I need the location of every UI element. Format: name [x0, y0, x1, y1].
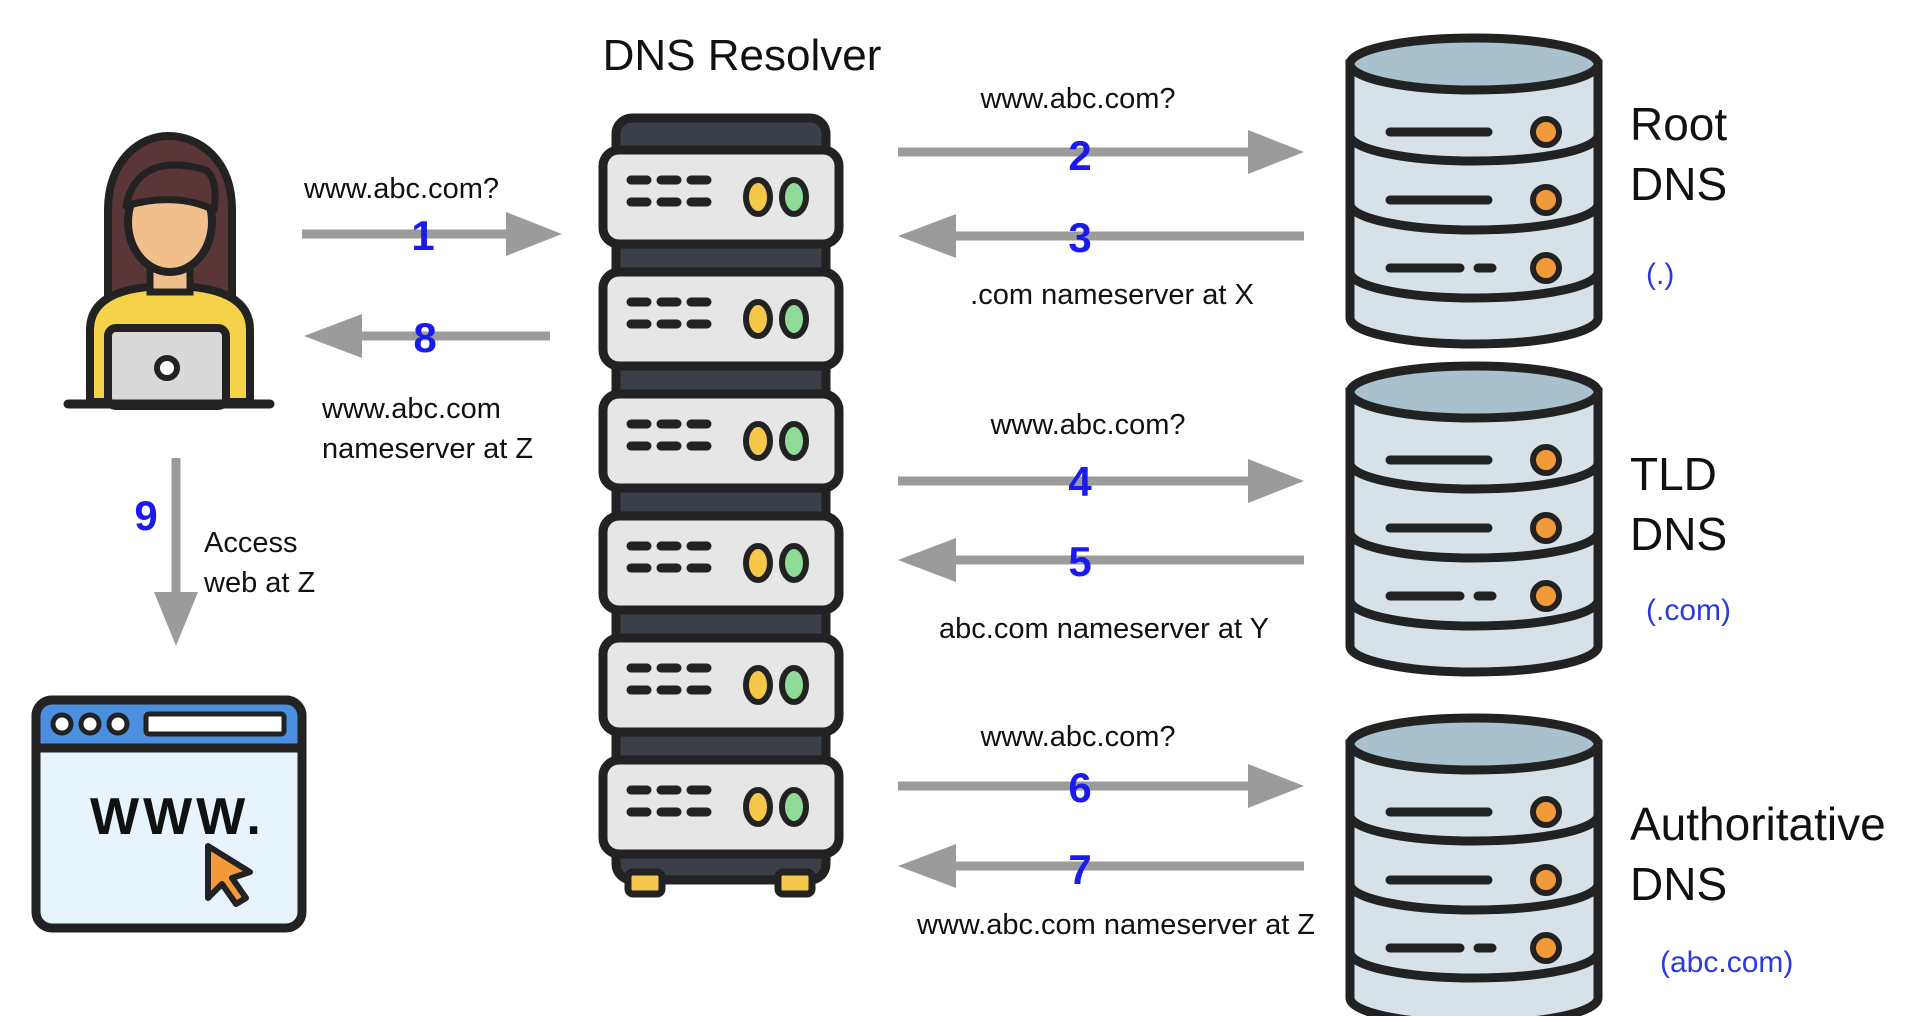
step-5-label: abc.com nameserver at Y	[939, 613, 1269, 645]
browser-url-text: WWW.	[90, 788, 265, 846]
step-9-number: 9	[134, 492, 157, 539]
arrow-7-head	[898, 844, 956, 888]
step-4-number: 4	[1068, 458, 1092, 505]
cursor-icon	[205, 843, 253, 907]
tld-dns-label-line1: TLD	[1630, 448, 1717, 500]
step-9-label-line2: web at Z	[203, 567, 315, 599]
authoritative-dns-zone: (abc.com)	[1660, 946, 1793, 979]
root-dns-zone: (.)	[1646, 258, 1674, 291]
user-laptop-icon	[63, 132, 275, 410]
resolver-title: DNS Resolver	[603, 31, 882, 80]
root-dns-label-line1: Root	[1630, 98, 1727, 150]
arrow-3-head	[898, 214, 956, 258]
arrow-6-head	[1248, 764, 1304, 808]
database-server-icon	[1350, 718, 1598, 1016]
step-1-label: www.abc.com?	[303, 173, 499, 205]
arrow-5-head	[898, 538, 956, 582]
database-server-icon	[1350, 366, 1598, 672]
step-numbers: 1 2 3 4 5 6 7 8 9	[134, 132, 1092, 893]
step-arrows	[154, 130, 1304, 888]
arrow-2-head	[1248, 130, 1304, 174]
server-rack-icon	[603, 113, 839, 898]
step-7-number: 7	[1068, 846, 1091, 893]
database-server-icon	[1350, 38, 1598, 344]
arrow-1-head	[506, 212, 562, 256]
step-4-label: www.abc.com?	[989, 409, 1185, 441]
step-2-number: 2	[1068, 132, 1091, 179]
step-2-label: www.abc.com?	[979, 83, 1175, 115]
tld-dns-zone: (.com)	[1646, 594, 1731, 627]
step-labels: www.abc.com? www.abc.com? .com nameserve…	[203, 83, 1315, 941]
arrow-8-head	[304, 314, 362, 358]
step-7-label: www.abc.com nameserver at Z	[916, 909, 1315, 941]
step-8-label-line2: nameserver at Z	[322, 433, 533, 465]
step-6-number: 6	[1068, 764, 1091, 811]
step-3-number: 3	[1068, 214, 1091, 261]
step-8-label-line1: www.abc.com	[321, 393, 501, 425]
authoritative-dns-server: Authoritative DNS (abc.com)	[1350, 718, 1886, 1016]
web-browser-icon: WWW.	[31, 695, 307, 933]
step-8-number: 8	[413, 314, 436, 361]
arrow-9-head	[154, 592, 198, 646]
authoritative-dns-label-line2: DNS	[1630, 858, 1727, 910]
step-3-label: .com nameserver at X	[970, 279, 1254, 311]
root-dns-label-line2: DNS	[1630, 158, 1727, 210]
tld-dns-label-line2: DNS	[1630, 508, 1727, 560]
step-1-number: 1	[411, 212, 434, 259]
step-6-label: www.abc.com?	[979, 721, 1175, 753]
step-5-number: 5	[1068, 538, 1091, 585]
root-dns-server: Root DNS (.)	[1350, 38, 1727, 344]
authoritative-dns-label-line1: Authoritative	[1630, 798, 1886, 850]
step-9-label-line1: Access	[204, 527, 297, 559]
arrow-4-head	[1248, 459, 1304, 503]
tld-dns-server: TLD DNS (.com)	[1350, 366, 1731, 672]
